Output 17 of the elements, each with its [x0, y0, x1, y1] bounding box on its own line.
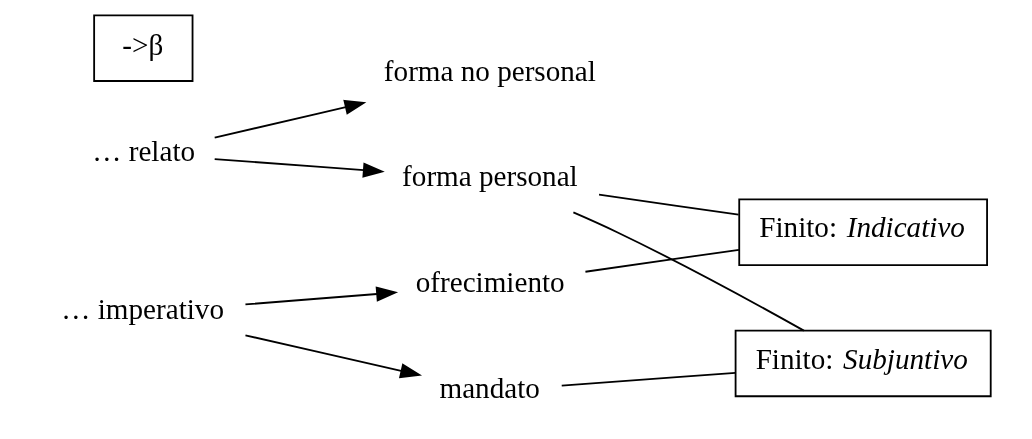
connector [584, 248, 740, 273]
connector [572, 211, 805, 332]
arrow [244, 286, 399, 306]
connector [560, 371, 737, 387]
node-box: Finito: Indicativo [738, 198, 988, 266]
arrow [213, 99, 367, 139]
arrow [244, 334, 422, 379]
node-text: … relato [92, 134, 196, 167]
node-box: ->β [93, 14, 194, 82]
connector [598, 193, 740, 216]
node-text: forma personal [402, 160, 578, 193]
arrow [213, 158, 385, 178]
node-text: forma no personal [383, 54, 596, 87]
node-box: Finito: Subjuntivo [734, 329, 992, 398]
node-text: ofrecimiento [415, 266, 565, 299]
node-text: … imperativo [61, 293, 225, 326]
node-text: mandato [439, 371, 540, 404]
